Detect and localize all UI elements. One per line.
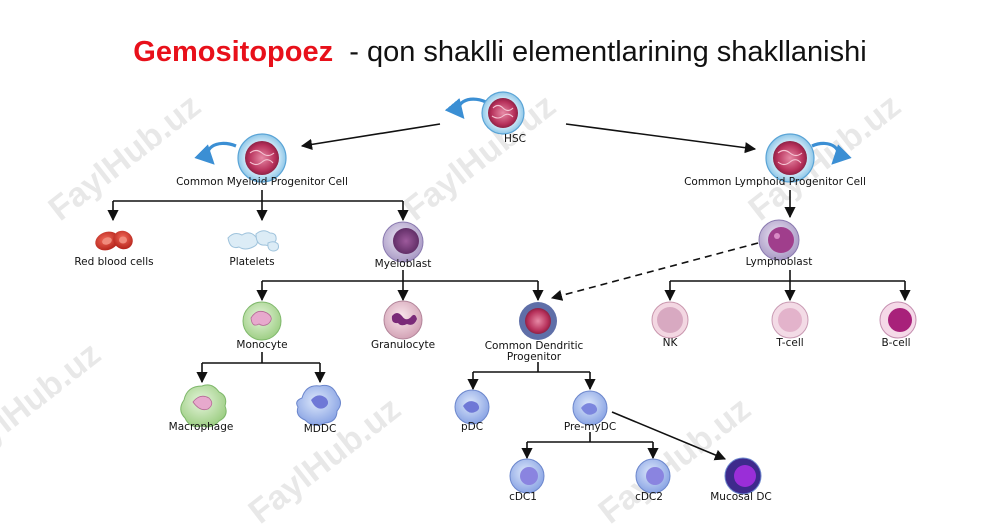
node-premydc: Pre-myDC — [564, 390, 616, 433]
label-monocyte: Monocyte — [236, 339, 287, 351]
label-cdp-line2: Progenitor — [507, 351, 562, 363]
watermark: FaylHub.uz — [397, 87, 563, 229]
platelet-icon — [227, 230, 279, 252]
label-platelets: Platelets — [229, 256, 274, 268]
node-nk: NK — [651, 301, 689, 349]
label-bcell: B-cell — [881, 337, 910, 349]
node-cmp: Common Myeloid Progenitor Cell — [176, 133, 348, 188]
label-hsc: HSC — [504, 133, 526, 145]
node-rbc: Red blood cells — [74, 230, 154, 268]
node-mucosal-dc: Mucosal DC — [710, 457, 772, 503]
node-platelets: Platelets — [227, 230, 279, 268]
watermark: FaylHub.uz — [0, 335, 108, 477]
label-premydc: Pre-myDC — [564, 421, 616, 433]
cycle-arrow-icon — [194, 141, 237, 165]
node-monocyte: Monocyte — [236, 301, 288, 351]
label-mddc: MDDC — [304, 423, 337, 435]
label-cmp: Common Myeloid Progenitor Cell — [176, 176, 348, 188]
label-cdc2: cDC2 — [635, 491, 663, 503]
watermark: FaylHub.uz — [592, 390, 758, 529]
label-rbc: Red blood cells — [74, 256, 153, 268]
cycle-arrow-icon — [444, 97, 487, 119]
node-cdc1: cDC1 — [509, 458, 545, 503]
title-highlight: Gemositopoez — [133, 36, 334, 68]
label-cdc1: cDC1 — [509, 491, 537, 503]
node-cdc2: cDC2 — [635, 458, 671, 503]
node-pdc: pDC — [454, 389, 490, 433]
label-tcell: T-cell — [775, 337, 803, 349]
title-rest: - qon shaklli elementlarining shakllanis… — [349, 36, 867, 68]
label-lymphoblast: Lymphoblast — [746, 256, 813, 268]
node-macrophage: Macrophage — [169, 384, 234, 433]
connectors — [107, 123, 911, 461]
node-myeloblast: Myeloblast — [375, 221, 432, 270]
node-granulocyte: Granulocyte — [371, 300, 435, 351]
red-blood-cell-icon — [95, 230, 133, 251]
node-cdp: Common Dendritic Progenitor — [485, 302, 584, 363]
label-mucosal-dc: Mucosal DC — [710, 491, 772, 503]
node-hsc: HSC — [481, 91, 526, 145]
label-nk: NK — [663, 337, 679, 349]
node-clp: Common Lymphoid Progenitor Cell — [684, 133, 866, 188]
self-renewal-arrows — [194, 97, 852, 165]
node-lymphoblast: Lymphoblast — [746, 219, 813, 268]
page-title: Gemositopoez - qon shaklli elementlarini… — [0, 34, 1000, 70]
node-mddc: MDDC — [296, 384, 341, 435]
arrow-lymphoblast-to-cdp — [550, 242, 759, 301]
arrow-hsc-to-clp — [565, 123, 757, 154]
node-tcell: T-cell — [771, 301, 809, 349]
label-pdc: pDC — [461, 421, 483, 433]
cycle-arrow-icon — [811, 141, 852, 165]
label-myeloblast: Myeloblast — [375, 258, 432, 270]
label-clp: Common Lymphoid Progenitor Cell — [684, 176, 866, 188]
label-macrophage: Macrophage — [169, 421, 234, 433]
label-granulocyte: Granulocyte — [371, 339, 435, 351]
arrow-hsc-to-cmp — [300, 123, 441, 150]
label-cdp-line1: Common Dendritic — [485, 340, 584, 352]
watermark: FaylHub.uz — [42, 87, 208, 229]
node-bcell: B-cell — [879, 301, 917, 349]
arrow-to-mucosal-dc — [611, 411, 727, 461]
